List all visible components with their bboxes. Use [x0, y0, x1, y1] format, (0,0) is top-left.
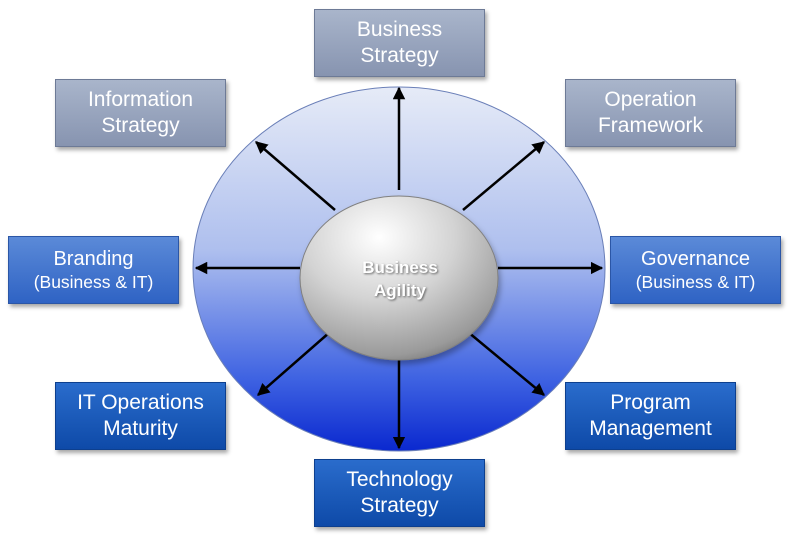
- branding-box: Branding (Business & IT): [8, 236, 179, 304]
- center-label: Business Agility: [300, 250, 500, 310]
- information-strategy-box: Information Strategy: [55, 79, 226, 147]
- technology-strategy-line1: Technology: [346, 467, 453, 491]
- center-label-line2: Agility: [374, 281, 426, 300]
- technology-strategy-box: Technology Strategy: [314, 459, 485, 527]
- program-management-box: Program Management: [565, 382, 736, 450]
- arrow-down-right: [467, 331, 545, 396]
- information-strategy-line2: Strategy: [101, 114, 180, 137]
- arrows: [194, 86, 604, 450]
- business-strategy-box: Business Strategy: [314, 9, 485, 77]
- governance-line2: (Business & IT): [635, 271, 756, 292]
- branding-line2: (Business & IT): [33, 271, 154, 292]
- operation-framework-line2: Framework: [597, 114, 703, 137]
- information-strategy-line1: Information: [87, 87, 194, 111]
- it-operations-box: IT Operations Maturity: [55, 382, 226, 450]
- governance-box: Governance (Business & IT): [610, 236, 781, 304]
- it-operations-line2: Maturity: [103, 417, 178, 440]
- program-management-line2: Management: [589, 417, 712, 440]
- business-strategy-line2: Strategy: [360, 44, 439, 67]
- program-management-line1: Program: [610, 390, 691, 414]
- arrow-up-right: [462, 141, 545, 211]
- business-strategy-line1: Business: [356, 17, 443, 41]
- branding-line1: Branding: [53, 247, 134, 270]
- center-circle: [299, 195, 499, 361]
- arrow-up-left: [255, 141, 336, 211]
- governance-line1: Governance: [641, 247, 750, 270]
- it-operations-line1: IT Operations: [77, 390, 204, 414]
- operation-framework-box: Operation Framework: [565, 79, 736, 147]
- technology-strategy-line2: Strategy: [360, 494, 439, 517]
- center-label-line1: Business: [362, 258, 438, 278]
- operation-framework-line1: Operation: [604, 87, 697, 111]
- arrow-down-left: [257, 331, 331, 396]
